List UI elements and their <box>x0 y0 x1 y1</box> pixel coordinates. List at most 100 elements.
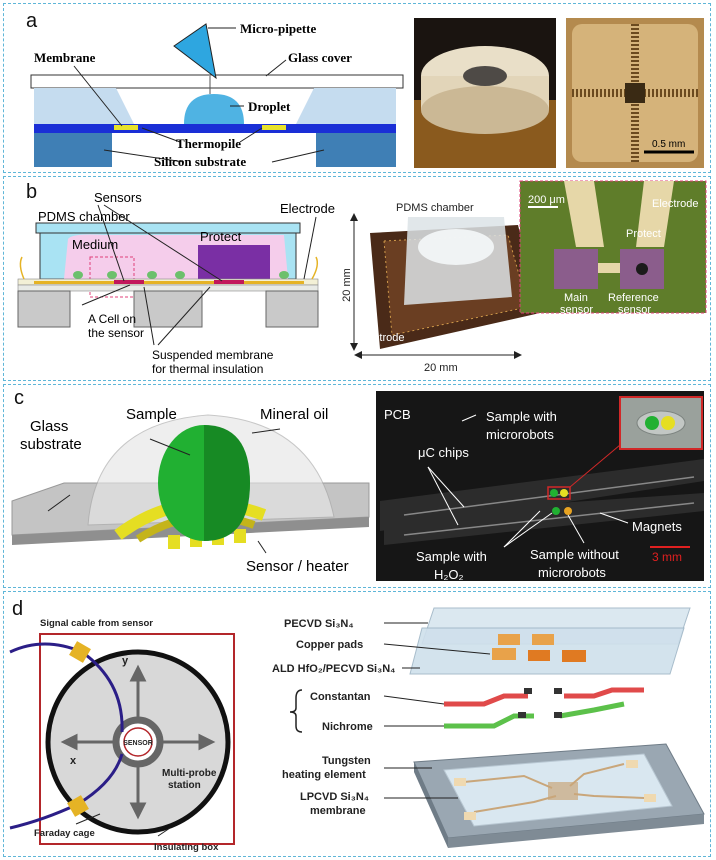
label-faraday-cage: Faraday cage <box>34 828 95 839</box>
panel-b-label: b <box>26 181 38 203</box>
panel-a-schematic: Micro-pipette Glass cover Membrane Dropl… <box>30 18 704 169</box>
label-droplet: Droplet <box>248 99 291 114</box>
label-layer-6: heating element <box>282 769 366 781</box>
panel-b: b <box>3 176 711 381</box>
label-photo-pdms: PDMS chamber <box>396 202 474 214</box>
label-sensors: Sensors <box>94 190 142 205</box>
label-pcb: PCB <box>384 407 411 422</box>
label-multi-probe-2: station <box>168 780 201 791</box>
label-with-robots-1: Sample with <box>486 409 557 424</box>
label-mineral-oil: Mineral oil <box>260 406 328 423</box>
label-ref-sensor-1: Reference <box>608 292 659 304</box>
label-layer-1: Copper pads <box>296 639 363 651</box>
label-layer-2: ALD HfO₂/PECVD Si₃N₄ <box>272 663 395 675</box>
label-glass-2: substrate <box>20 436 82 453</box>
glass-cover-plate <box>30 74 404 89</box>
photo-device-ring <box>414 18 556 168</box>
panel-d-label: d <box>12 598 24 620</box>
photo-thermopile-micrograph: 0.5 mm <box>566 18 704 168</box>
label-thermopile: Thermopile <box>176 136 241 151</box>
constantan-nichrome-brace <box>289 689 303 733</box>
label-main-sensor-1: Main <box>564 292 588 304</box>
panel-c: c Glass su <box>3 384 711 588</box>
label-electrode: Electrode <box>280 201 335 216</box>
label-with-h2o2-2: H₂O₂ <box>434 567 464 582</box>
photo-sensor-inset: 200 μm Electrode Protect Main sensor Ref… <box>519 180 707 316</box>
leader-thermo-right <box>239 127 263 143</box>
label-without-2: microrobots <box>538 565 606 580</box>
layer-stack <box>409 607 705 848</box>
label-silicon-substrate: Silicon substrate <box>154 154 246 169</box>
label-without-1: Sample without <box>530 547 619 562</box>
label-with-h2o2-1: Sample with <box>416 549 487 564</box>
membrane-layer <box>34 124 396 133</box>
label-sensor-heater: Sensor / heater <box>246 558 349 575</box>
support-left-slope <box>116 88 134 124</box>
leader-membrane <box>73 65 123 127</box>
support-right <box>314 88 396 124</box>
thermopile-left <box>114 125 138 130</box>
label-signal-cable: Signal cable from sensor <box>40 618 153 629</box>
label-main-sensor-2: sensor <box>560 304 593 316</box>
panel-d-schematic: SENSOR Signal cable from sensor y x Mult… <box>9 607 705 853</box>
label-pdms-chamber: PDMS chamber <box>38 209 130 224</box>
label-cell-2: the sensor <box>88 326 144 340</box>
label-medium: Medium <box>72 237 118 252</box>
thermopile-right <box>262 125 286 130</box>
protect-block <box>198 245 270 279</box>
leader-thermo-left <box>141 127 181 143</box>
cable-connector-lower <box>67 795 89 817</box>
label-inset-protect: Protect <box>626 228 661 240</box>
panel-a: a <box>3 3 711 173</box>
label-membrane: Membrane <box>34 50 96 65</box>
label-with-robots-2: microrobots <box>486 427 554 442</box>
leader-substrate-right <box>271 149 325 163</box>
photo-pcb-chips: PCB μC chips Sample with microrobots Sam… <box>376 391 704 582</box>
label-cell-1: A Cell on <box>88 312 136 326</box>
support-right-slope <box>296 88 314 124</box>
label-scale-c: 3 mm <box>652 550 682 564</box>
label-sample: Sample <box>126 406 177 423</box>
label-scale-bar: 0.5 mm <box>652 139 685 150</box>
cell-highlight-box <box>89 256 135 298</box>
label-layer-5: Tungsten <box>322 755 371 767</box>
label-glass-1: Glass <box>30 418 68 435</box>
label-dim-width: 20 mm <box>424 362 458 374</box>
substrate-left <box>34 133 112 167</box>
label-suspended-1: Suspended membrane <box>152 348 274 362</box>
label-axis-y: y <box>122 655 129 667</box>
label-layer-8: membrane <box>310 805 366 817</box>
label-insulating-box: Insulating box <box>154 842 219 853</box>
label-uc-chips: μC chips <box>418 445 469 460</box>
label-axis-x: x <box>70 755 77 767</box>
label-ref-sensor-2: sensor <box>618 304 651 316</box>
label-protect: Protect <box>200 229 242 244</box>
label-dim-height: 20 mm <box>341 268 353 302</box>
leader-glass <box>265 59 287 77</box>
membrane-layer-b <box>17 284 319 292</box>
label-glass-cover: Glass cover <box>288 50 352 65</box>
label-micro-pipette: Micro-pipette <box>240 21 317 36</box>
panel-d: d SENSOR <box>3 591 711 857</box>
panel-c-schematic: Glass substrate Sample Mineral oil Senso… <box>11 391 704 582</box>
label-inset-scale: 200 μm <box>528 194 565 206</box>
label-suspended-2: for thermal insulation <box>152 362 263 376</box>
label-layer-3: Constantan <box>310 691 371 703</box>
label-sensor: SENSOR <box>123 740 153 747</box>
photo-pdms-device: PDMS chamber Electrode 20 mm 20 mm <box>341 181 540 377</box>
label-photo-electrode: Electrode <box>358 332 404 344</box>
micro-pipette-shape <box>173 23 217 80</box>
substrate-right <box>316 133 396 167</box>
label-layer-7: LPCVD Si₃N₄ <box>300 791 369 803</box>
label-layer-0: PECVD Si₃N₄ <box>284 618 354 630</box>
label-magnets: Magnets <box>632 519 682 534</box>
panel-a-label: a <box>26 10 38 32</box>
leader-substrate-left <box>103 149 185 163</box>
panel-c-label: c <box>14 387 24 409</box>
label-layer-4: Nichrome <box>322 721 373 733</box>
support-left <box>34 88 116 124</box>
panel-b-schematic: Sensors Electrode PDMS chamber Medium Pr… <box>17 180 707 377</box>
label-multi-probe-1: Multi-probe <box>162 768 217 779</box>
label-inset-electrode: Electrode <box>652 198 698 210</box>
